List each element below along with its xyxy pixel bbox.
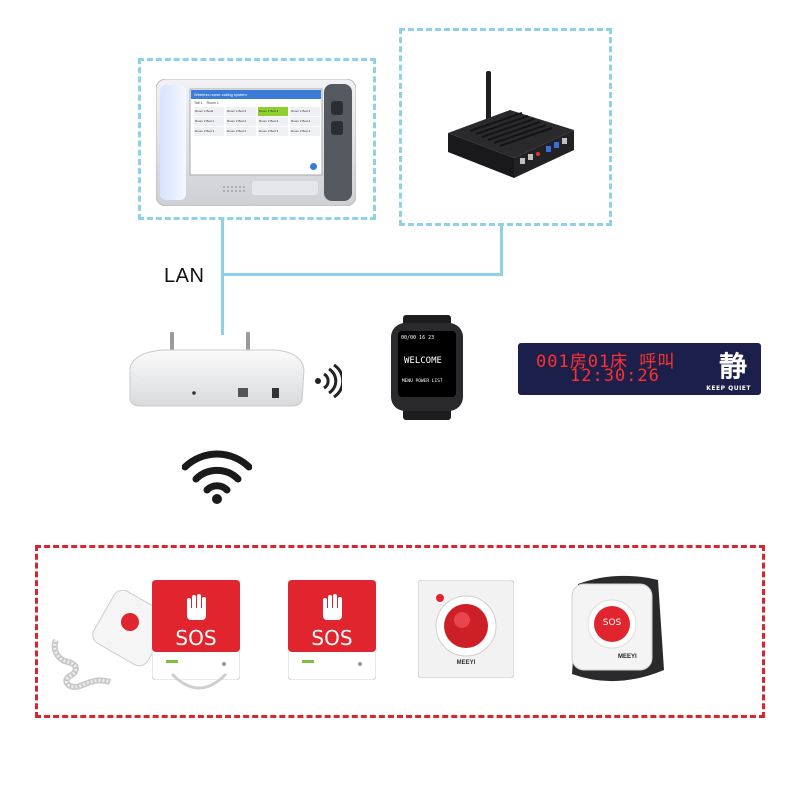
tablet-room-grid: Room 1 Bed1 Room 1 Bed 2 Room 1 Bed 3 Ro…: [194, 107, 321, 136]
sos-label: SOS: [602, 618, 622, 628]
room-cell[interactable]: Room 3 Bed 1: [194, 127, 224, 136]
room-cell[interactable]: Room 2 Bed 3: [258, 117, 288, 126]
sos-label: SOS: [311, 626, 353, 650]
nurse-station-box: [138, 58, 376, 220]
signal-icon: [314, 364, 342, 398]
lan-line-horizontal: [221, 273, 503, 276]
tablet-tab[interactable]: Tab 1: [194, 101, 203, 105]
sos-label: SOS: [175, 626, 217, 650]
sos-pull-cord: [170, 672, 228, 696]
led-line-time: 12:30:26: [570, 366, 660, 386]
handheld-call-pendant: [48, 590, 168, 695]
sos-panel-2: SOS: [288, 580, 376, 680]
lan-line-server-down: [500, 226, 503, 276]
nurse-station-tablet: Wireless nurse calling system Tab 1 Room…: [156, 79, 356, 206]
wifi-icon: [182, 450, 252, 505]
watch-status: 00/00 16 23: [401, 335, 435, 341]
tablet-tab[interactable]: Room 1: [206, 101, 219, 105]
room-cell[interactable]: Room 1 Bed 4: [290, 107, 320, 116]
led-line-call: 001房01床 呼叫: [536, 352, 676, 372]
watch-menu: MENU POWER LIST: [402, 379, 443, 384]
sos-panel-1: SOS: [152, 580, 240, 680]
room-cell[interactable]: Room 1 Bed1: [194, 107, 224, 116]
room-cell[interactable]: Room 2 Bed 1: [194, 117, 224, 126]
tablet-title-bar: Wireless nurse calling system: [191, 90, 321, 99]
room-cell[interactable]: Room 2 Bed 4: [290, 117, 320, 126]
led-display-sign: 001房01床 呼叫 12:30:26 静 KEEP QUIET: [518, 343, 761, 395]
watch-message: WELCOME: [404, 356, 442, 366]
room-cell[interactable]: Room 2 Bed 2: [226, 117, 256, 126]
room-cell[interactable]: Room 1 Bed 2: [226, 107, 256, 116]
tablet-screen: Wireless nurse calling system Tab 1 Room…: [191, 90, 321, 174]
room-cell[interactable]: Room 3 Bed 2: [226, 127, 256, 136]
tablet-fab-icon[interactable]: [310, 163, 317, 170]
wrist-call-button: SOS MEEYI: [566, 570, 668, 690]
led-keep-quiet: KEEP QUIET: [706, 385, 751, 392]
call-devices-box: [35, 545, 765, 718]
wireless-gateway: [124, 330, 308, 410]
room-cell-active[interactable]: Room 1 Bed 3: [258, 107, 288, 116]
server-box: [399, 28, 612, 226]
room-cell[interactable]: Room 3 Bed 4: [290, 127, 320, 136]
lan-label: LAN: [164, 265, 205, 287]
brand-label: MEEYI: [618, 654, 637, 660]
brand-label: MEEYI: [456, 660, 476, 666]
led-quiet-char: 静: [718, 350, 747, 383]
lan-line-tablet-down: [221, 220, 224, 335]
tablet-title: Wireless nurse calling system: [194, 92, 247, 97]
nurse-watch: 00/00 16 23 WELCOME MENU POWER LIST: [389, 315, 465, 420]
mini-pc-server: [440, 68, 580, 183]
wall-call-button: MEEYI: [418, 580, 514, 678]
room-cell[interactable]: Room 3 Bed 3: [258, 127, 288, 136]
